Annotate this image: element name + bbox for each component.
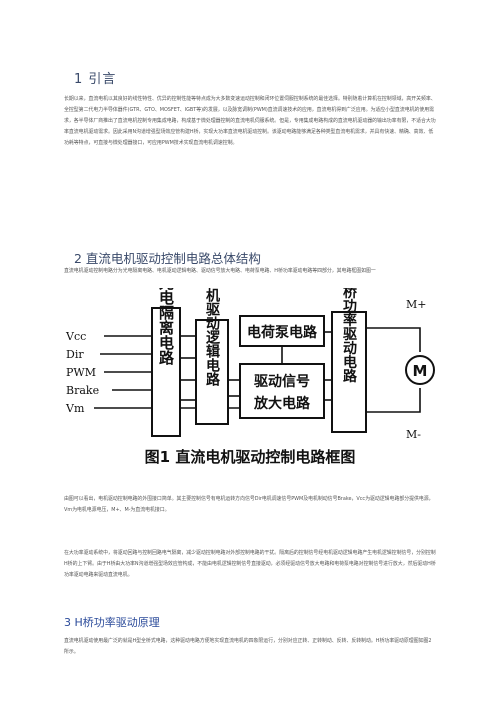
- isolation-block: [151, 307, 181, 437]
- charge-pump-label: 电荷泵电路: [247, 324, 318, 341]
- motor-symbol: [405, 355, 435, 385]
- section-3-heading: 3 H桥功率驱动原理: [64, 616, 160, 629]
- logic-block: [195, 319, 229, 425]
- logic-block-label: 电机驱动逻辑电路: [204, 288, 220, 386]
- section-2-intro: 直流电机驱动控制电路分为光电隔离电路、电机驱动逻辑电路、驱动信号放大电路、电荷泵…: [64, 268, 376, 274]
- motor-label: M: [413, 362, 428, 380]
- figure-1-caption: 图1 直流电机驱动控制电路框图: [145, 448, 356, 466]
- section-1-heading: 1 引言: [74, 72, 117, 87]
- input-brake-label: Brake: [66, 384, 99, 397]
- section-2-after-figure-1: 由图可以看出，电机驱动控制电路的外围接口简单。其主要控制信号有电机运转方向信号D…: [64, 496, 434, 513]
- amplifier-label-line2: 放大电路: [253, 395, 311, 412]
- h-bridge-label: H桥功率驱动电路: [341, 288, 357, 383]
- section-2-heading: 2 直流电机驱动控制电路总体结构: [74, 251, 261, 266]
- amplifier-label-line1: 驱动信号: [254, 373, 310, 390]
- figure-1-block-diagram: Vcc Dir PWM Brake Vm 光电隔离电路 电机驱动逻辑电路: [64, 288, 436, 492]
- section-3-paragraph: 直流电机驱动使用最广泛的就是H型全桥式电路，这种驱动电路方便地实现直流电机的四象…: [64, 638, 432, 655]
- isolation-block-label: 光电隔离电路: [157, 288, 175, 365]
- input-pwm-label: PWM: [66, 366, 96, 379]
- h-bridge-block: [331, 311, 367, 433]
- section-2-after-figure-2: 在大功率驱动系统中，将驱动回路与控制回路电气隔离，减少驱动控制电路对外部控制电路…: [64, 550, 436, 578]
- section-1-paragraph: 长期以来，直流电机以其良好的线性特性、优异的控制性能等特点成为大多数变速运动控制…: [64, 96, 436, 146]
- input-vm-label: Vm: [65, 402, 85, 415]
- input-vcc-label: Vcc: [65, 330, 86, 343]
- output-m-plus: M+: [406, 298, 426, 311]
- input-dir-label: Dir: [66, 348, 84, 361]
- output-m-minus: M-: [406, 428, 421, 441]
